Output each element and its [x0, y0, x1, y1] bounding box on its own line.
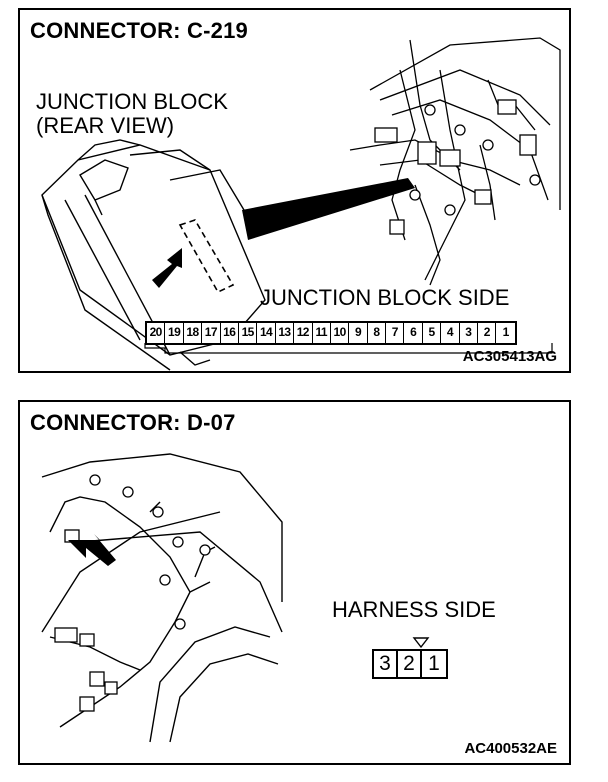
pin-2: 2	[478, 323, 497, 343]
pin-3: 3	[460, 323, 479, 343]
c219-illustration	[41, 37, 561, 371]
connector-d07-panel: CONNECTOR: D-07 HARNESS SIDE 3 2 1 AC400…	[18, 400, 571, 765]
pin-1: 1	[428, 652, 440, 675]
pin-19: 19	[165, 323, 184, 343]
figure-code: AC305413AG	[462, 348, 557, 365]
connector-c219-panel: CONNECTOR: C-219 JUNCTION BLOCK (REAR VI…	[18, 8, 571, 373]
pin-18: 18	[184, 323, 203, 343]
pin-2: 2	[398, 651, 422, 677]
pin-4: 4	[441, 323, 460, 343]
pin-15: 15	[239, 323, 258, 343]
pin-5: 5	[423, 323, 442, 343]
d07-connector: 3 2 1	[372, 649, 448, 679]
pin-11: 11	[313, 323, 331, 343]
pin-7: 7	[386, 323, 405, 343]
connector-title: CONNECTOR: D-07	[30, 410, 236, 435]
connector-title: CONNECTOR: C-219	[30, 18, 248, 43]
view-label-line2: (REAR VIEW)	[36, 113, 175, 138]
pin-13: 13	[276, 323, 295, 343]
pin-1: 1	[502, 325, 510, 339]
pin-16: 16	[221, 323, 239, 343]
pin-6: 6	[404, 323, 423, 343]
pin-20: 20	[147, 323, 166, 343]
c219-pin-strip: 20 19 18 17 16 15 14 13 12 11 10 9 8 7 6…	[145, 321, 517, 345]
d07-illustration	[41, 453, 430, 743]
pin-10: 10	[331, 323, 350, 343]
side-label: JUNCTION BLOCK SIDE	[260, 285, 510, 310]
side-label: HARNESS SIDE	[332, 597, 496, 622]
pin-3: 3	[374, 651, 398, 677]
pin-14: 14	[257, 323, 276, 343]
pin-8: 8	[368, 323, 387, 343]
pin-17: 17	[202, 323, 221, 343]
figure-code: AC400532AE	[464, 740, 557, 757]
pin-12: 12	[294, 323, 313, 343]
pin-9: 9	[349, 323, 368, 343]
view-label-line1: JUNCTION BLOCK	[36, 89, 228, 114]
